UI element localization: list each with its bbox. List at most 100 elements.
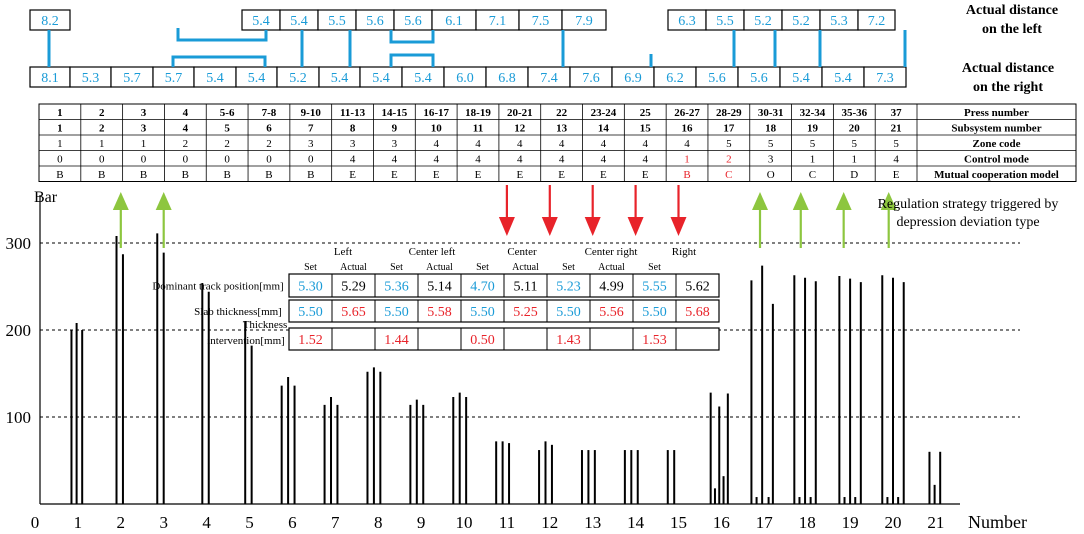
x-tick-label: 19 [842,513,859,532]
info-table-cell: 6 [266,123,272,135]
inset-subheader: Set [390,262,403,273]
green-up-arrow [112,192,129,210]
info-table-cell: 4 [392,154,398,166]
info-table-cell: 4 [601,138,607,150]
info-table-cell: 28-29 [716,107,742,119]
info-table-cell: 18 [765,123,777,135]
info-table-cell: 5 [768,138,774,150]
inset-subheader: Actual [340,262,367,273]
right-distance-value: 8.1 [41,71,59,86]
info-table-row-label: Press number [964,107,1029,119]
info-table-cell: 1 [57,138,63,150]
x-tick-label: 11 [499,513,515,532]
info-table-cell: B [98,169,105,181]
inset-value: 5.65 [341,305,366,320]
right-distance-value: 5.4 [331,71,349,86]
info-table-cell: 5 [852,138,858,150]
chart-arrows [112,185,897,248]
right-distance-value: 5.4 [792,71,810,86]
info-table-cell: E [558,169,565,181]
right-distance-value: 5.6 [750,71,768,86]
info-table-cell: 5 [893,138,899,150]
info-table-cell: E [349,169,356,181]
right-title-line2: on the right [973,80,1043,95]
x-tick-label: 10 [456,513,473,532]
x-tick-label: 17 [756,513,774,532]
left-distance-cell [561,9,607,31]
info-table-cell: 0 [141,154,147,166]
info-table-cell: 4 [517,138,523,150]
inset-header: Left [334,246,352,258]
info-table-cell: 17 [723,123,735,135]
x-tick-label: 12 [541,513,558,532]
info-table-cell: 11 [473,123,483,135]
info-table-cell: 1 [141,138,147,150]
info-table-cell: 0 [57,154,63,166]
inset-value: 1.52 [298,333,323,348]
info-table-cell: 32-34 [800,107,826,119]
right-distance-value: 5.2 [289,71,307,86]
info-table-cell: 16 [682,123,694,135]
info-table-cell: 4 [433,138,439,150]
info-table-cell: 18-19 [465,107,491,119]
inset-row-label: Dominant track position[mm] [152,281,283,293]
right-distance-value: 5.4 [248,71,266,86]
inset-value: 5.50 [384,305,409,320]
info-table-cell: 3 [141,107,147,119]
red-down-arrow [627,217,644,236]
left-distance-value: 5.6 [404,14,422,29]
right-distance-value: 6.0 [456,71,474,86]
info-table-cell: 4 [642,138,648,150]
info-table-cell: E [893,169,900,181]
info-table-cell: 2 [183,138,189,150]
x-axis-label: Number [968,512,1027,532]
inset-header: Center right [585,246,638,258]
info-table-cell: 4 [601,154,607,166]
inset-value: 5.11 [514,280,538,295]
x-tick-label: 5 [245,513,254,532]
inset-subheader: Set [476,262,489,273]
left-distance-value: 5.4 [252,14,270,29]
chart-bars [70,233,942,504]
inset-value: 0.50 [470,333,495,348]
y-tick-label: 100 [6,408,32,427]
info-table-cell: E [516,169,523,181]
info-table-cell: 21 [891,123,902,135]
info-table-cell: 4 [433,154,439,166]
inset-value: 5.25 [513,305,538,320]
left-distance-value: 5.2 [754,14,772,29]
left-distance-value: 5.2 [792,14,810,29]
info-table-cell: 1 [57,123,63,135]
inset-value: 5.50 [470,305,495,320]
right-distance-value: 7.6 [582,71,600,86]
regulation-note-line1: Regulation strategy triggered by [878,197,1059,212]
info-table-cell: 2 [726,154,732,166]
inset-value: 4.70 [470,280,495,295]
info-table-cell: 2 [224,138,230,150]
info-table-cell: B [223,169,230,181]
info-table-cell: 3 [392,138,398,150]
info-table-cell: E [433,169,440,181]
left-distance-value: 6.3 [678,14,696,29]
y-axis-label: Bar [34,189,58,206]
info-table-row-label: Zone code [973,138,1021,150]
left-distance-value: 5.6 [366,14,384,29]
left-title-line2: on the left [982,22,1042,37]
info-table-cell: B [56,169,63,181]
red-down-arrow [584,217,601,236]
inset-subheader: Actual [512,262,539,273]
left-distance-value: 8.2 [41,14,59,29]
info-table-cell: 4 [183,123,189,135]
inset-value: 1.44 [384,333,409,348]
info-table-cell: E [391,169,398,181]
left-distance-value: 7.5 [532,14,550,29]
right-distance-value: 7.4 [540,71,558,86]
left-distance-cell [857,9,896,31]
info-table-cell: E [475,169,482,181]
regulation-note-line2: depression deviation type [896,215,1039,230]
info-table-cell: 25 [640,107,652,119]
info-table-cell: O [767,169,775,181]
info-table-cell: 35-36 [841,107,867,119]
info-table-cell: 14 [598,123,610,135]
